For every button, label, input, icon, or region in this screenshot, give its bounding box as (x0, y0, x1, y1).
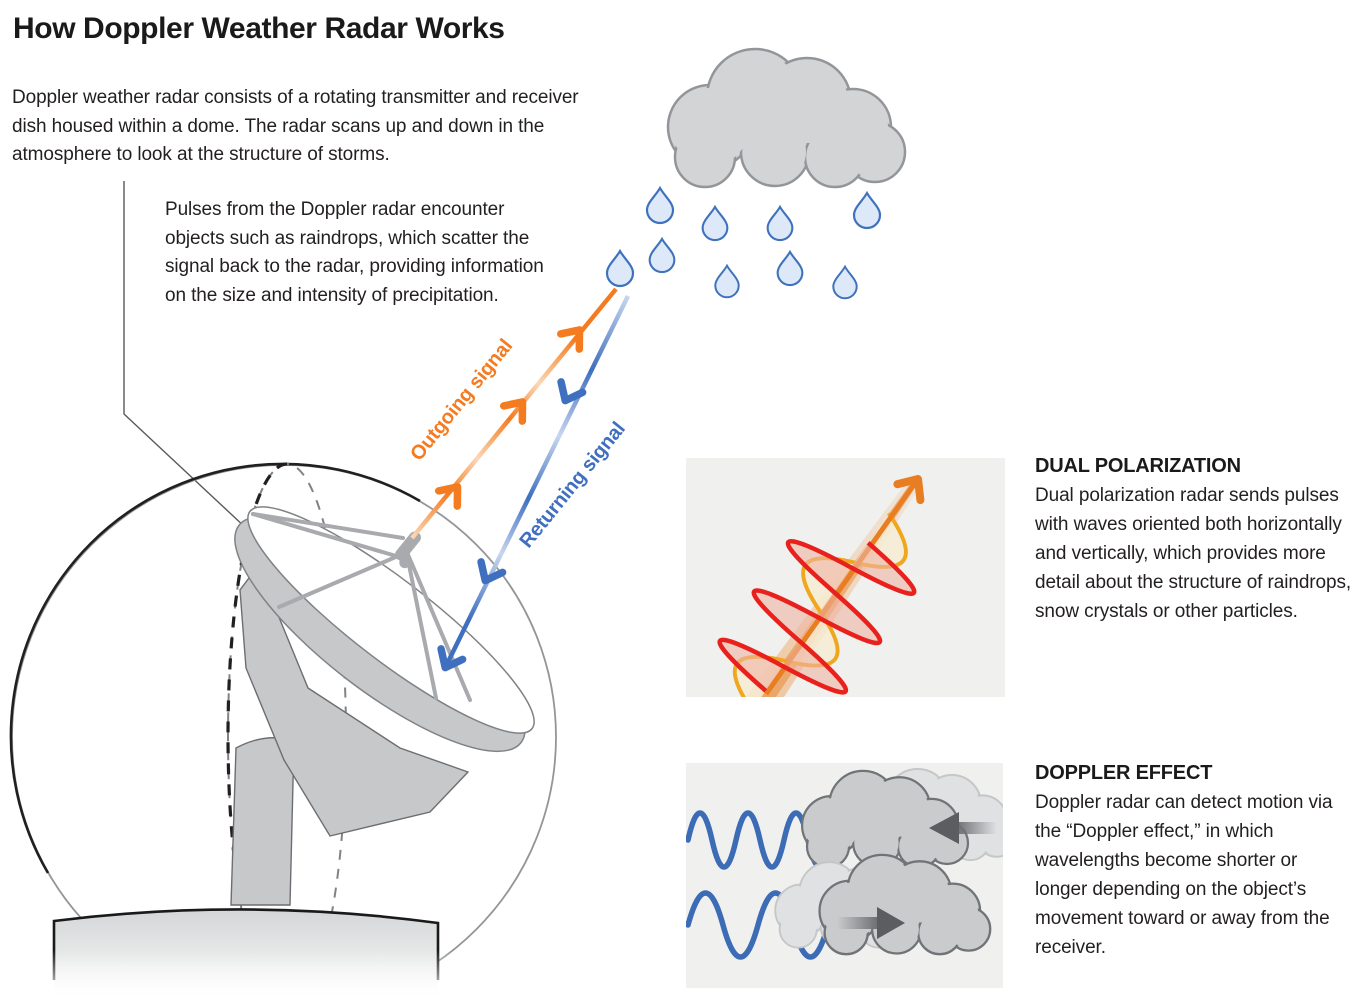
motion-arrow-left-icon (929, 812, 997, 844)
doppler-effect-panel (685, 763, 1018, 988)
dual-polarization-section: DUAL POLARIZATION Dual polarization rada… (1035, 452, 1350, 626)
vertical-wave-icon (717, 538, 917, 695)
page-title: How Doppler Weather Radar Works (13, 12, 505, 45)
dome-base (0, 908, 610, 1002)
dual-polarization-heading: DUAL POLARIZATION (1035, 455, 1241, 477)
outgoing-signal-beam (410, 287, 618, 540)
raindrop-icon (648, 237, 676, 274)
doppler-effect-art (685, 768, 1018, 960)
raindrops (605, 186, 882, 300)
raindrop-icon (766, 205, 794, 242)
raindrop-icon (776, 250, 804, 287)
long-wavelength-wave (685, 890, 831, 960)
raindrop-icon (645, 186, 675, 225)
raindrop-icon (832, 265, 858, 300)
feed-struts (251, 512, 472, 702)
intro-paragraph: Doppler weather radar consists of a rota… (12, 87, 579, 165)
doppler-effect-section: DOPPLER EFFECT Doppler radar can detect … (1035, 759, 1350, 962)
dual-polarization-body: Dual polarization radar sends pulses wit… (1035, 485, 1350, 622)
radar-dish (230, 506, 535, 906)
doppler-effect-heading: DOPPLER EFFECT (1035, 762, 1213, 784)
raindrop-icon (852, 191, 882, 230)
dual-polarization-art (717, 475, 925, 712)
raindrop-icon (701, 205, 729, 242)
pulse-arrow-head-icon (893, 475, 925, 505)
pedestal-yoke (239, 564, 470, 837)
feed-horn (395, 531, 421, 569)
rain-cloud-icon (666, 47, 907, 189)
doppler-effect-body: Doppler radar can detect motion via the … (1035, 792, 1333, 958)
motion-arrow-right-icon (837, 907, 905, 939)
dual-polarization-panel (686, 458, 1005, 712)
pedestal-column (230, 737, 295, 906)
returning-signal-beam (434, 295, 631, 673)
raindrop-target-icon (605, 249, 635, 288)
raindrop-icon (714, 264, 740, 299)
pulses-annotation: Pulses from the Doppler radar encounter … (165, 199, 544, 306)
